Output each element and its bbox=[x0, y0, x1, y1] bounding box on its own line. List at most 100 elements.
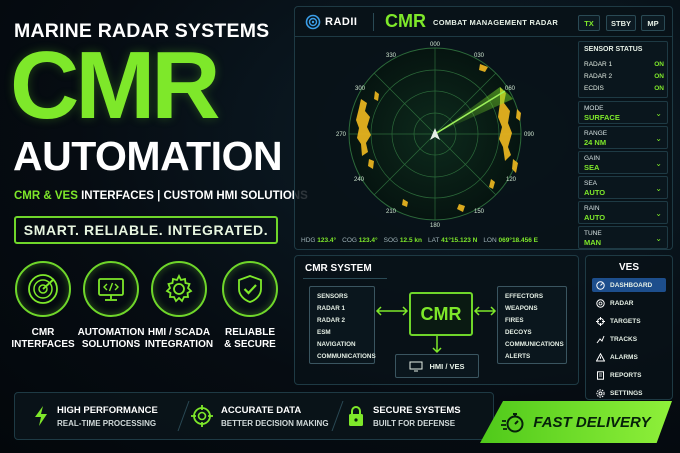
bearing-label: 240 bbox=[354, 177, 365, 183]
hdg-readout: HDG 123.4° bbox=[301, 236, 337, 244]
cmr-core-box: CMR bbox=[409, 292, 473, 336]
cog-readout: COG 123.4° bbox=[342, 236, 378, 244]
mp-button[interactable]: MP bbox=[641, 15, 665, 31]
ves-nav-tracks[interactable]: TRACKS bbox=[592, 332, 666, 346]
bearing-label: 150 bbox=[474, 209, 485, 215]
shield-check-icon bbox=[222, 261, 278, 317]
bearing-label: 330 bbox=[386, 53, 397, 59]
bearing-label: 120 bbox=[506, 177, 517, 183]
chevron-down-icon: ⌄ bbox=[655, 159, 662, 168]
tx-button[interactable]: TX bbox=[578, 15, 600, 31]
ves-nav-alarms[interactable]: ALARMS bbox=[592, 350, 666, 364]
radar-panel: RADII CMR COMBAT MANAGEMENT RADAR TX STB… bbox=[294, 6, 673, 250]
sensors-box: SENSORS RADAR 1 RADAR 2 ESM NAVIGATION C… bbox=[309, 286, 376, 364]
chevron-down-icon: ⌄ bbox=[655, 134, 662, 143]
ves-title: VES bbox=[618, 262, 639, 273]
ves-nav-targets[interactable]: TARGETS bbox=[592, 314, 666, 328]
fast-delivery-badge[interactable]: FAST DELIVERY bbox=[480, 401, 672, 443]
hero-title: CMR bbox=[10, 32, 221, 139]
chevron-down-icon: ⌄ bbox=[655, 234, 662, 243]
ves-nav-reports[interactable]: REPORTS bbox=[592, 368, 666, 382]
sensors-item: SENSORS bbox=[317, 293, 348, 300]
effectors-item: WEAPONS bbox=[505, 305, 538, 312]
eyebrow-title: MARINE RADAR SYSTEMS bbox=[14, 20, 270, 42]
sensors-item: ESM bbox=[317, 329, 331, 336]
effectors-item: EFFECTORS bbox=[505, 293, 544, 300]
chevron-down-icon: ⌄ bbox=[655, 109, 662, 118]
hmi-ves-box: HMI / VES bbox=[395, 354, 479, 378]
monitor-icon bbox=[409, 361, 423, 371]
chevron-down-icon: ⌄ bbox=[655, 209, 662, 218]
interfaces-line: CMR & VES INTERFACES | CUSTOM HMI SOLUTI… bbox=[14, 190, 308, 202]
bearing-label: 090 bbox=[524, 132, 535, 138]
cmr-system-panel: CMR SYSTEM SENSORS RADAR 1 RADAR 2 ESM N… bbox=[294, 255, 579, 385]
fast-delivery-label: FAST DELIVERY bbox=[533, 413, 651, 431]
header-divider bbox=[373, 13, 374, 31]
sweep-line bbox=[434, 90, 506, 135]
feature-label: RELIABLE& SECURE bbox=[224, 327, 276, 350]
lat-readout: LAT 41°15.123 N bbox=[427, 236, 478, 244]
interfaces-rest: INTERFACES | CUSTOM HMI SOLUTIONS bbox=[81, 190, 308, 202]
sensors-item: COMMUNICATIONS bbox=[317, 353, 376, 360]
bearing-label: 300 bbox=[355, 86, 366, 92]
dashboard-icon bbox=[596, 280, 605, 290]
effectors-item: COMMUNICATIONS bbox=[505, 341, 564, 348]
reports-icon bbox=[597, 370, 604, 380]
arrow-cmr-effectors bbox=[473, 306, 497, 316]
effectors-box: EFFECTORS WEAPONS FIRES DECOYS COMMUNICA… bbox=[497, 286, 567, 364]
code-monitor-icon bbox=[83, 261, 139, 317]
radar-echoes bbox=[356, 64, 521, 212]
crosshair-icon bbox=[596, 316, 605, 326]
sog-readout: SOG 12.5 kn bbox=[383, 236, 422, 244]
bearing-labels: 000 030 060 090 120 150 180 210 240 270 … bbox=[336, 42, 535, 229]
stby-button[interactable]: STBY bbox=[606, 15, 636, 31]
bar-divider bbox=[177, 401, 190, 431]
app-subtitle: COMBAT MANAGEMENT RADAR bbox=[433, 18, 559, 27]
lon-readout: LON 069°18.456 E bbox=[483, 236, 538, 244]
ves-panel: VES DASHBOARD RADAR TARGETS TRACKS ALARM… bbox=[585, 255, 673, 400]
effectors-item: ALERTS bbox=[505, 353, 531, 360]
own-ship-icon bbox=[430, 128, 440, 140]
sensors-item: RADAR 2 bbox=[317, 317, 345, 324]
hmi-label: HMI / VES bbox=[429, 361, 465, 371]
system-title: CMR SYSTEM bbox=[305, 263, 372, 274]
radar-scope[interactable]: 000 030 060 090 120 150 180 210 240 270 … bbox=[305, 39, 565, 229]
bearing-label: 000 bbox=[430, 42, 441, 48]
bearing-label: 180 bbox=[430, 223, 441, 229]
feature-reliable-secure: RELIABLE& SECURE bbox=[219, 261, 281, 351]
warning-icon bbox=[596, 352, 605, 361]
lock-icon bbox=[349, 406, 363, 426]
radar-small-icon bbox=[596, 298, 605, 308]
radii-logo: RADII bbox=[305, 14, 363, 30]
sensors-item: RADAR 1 bbox=[317, 305, 345, 312]
effectors-item: FIRES bbox=[505, 317, 524, 324]
radar-icon bbox=[15, 261, 71, 317]
radii-logo-icon bbox=[305, 14, 321, 30]
interfaces-highlight: CMR & VES bbox=[14, 190, 78, 202]
title-underline bbox=[303, 278, 387, 279]
ves-nav-dashboard[interactable]: DASHBOARD bbox=[592, 278, 666, 292]
bearing-label: 210 bbox=[386, 209, 397, 215]
gear-icon bbox=[151, 261, 207, 317]
ves-nav-settings[interactable]: SETTINGS bbox=[592, 386, 666, 400]
ves-nav-radar[interactable]: RADAR bbox=[592, 296, 666, 310]
